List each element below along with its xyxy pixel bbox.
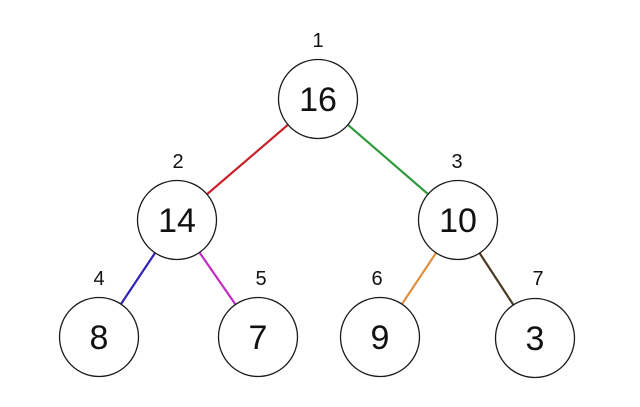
tree-node-3: 37 bbox=[494, 268, 576, 379]
tree-node-circle-8 bbox=[58, 296, 140, 378]
tree-node-circle-3 bbox=[494, 297, 576, 379]
tree-node-value-3: 3 bbox=[526, 320, 545, 358]
tree-node-circle-10 bbox=[417, 179, 499, 261]
tree-node-index-4: 4 bbox=[93, 268, 104, 290]
tree-node-14: 14 2 bbox=[136, 151, 218, 261]
tree-node-value-10: 10 bbox=[439, 202, 477, 240]
tree-node-value-16: 16 bbox=[299, 81, 337, 119]
tree-node-index-5: 5 bbox=[255, 268, 266, 290]
tree-node-circle-9 bbox=[339, 296, 421, 378]
tree-node-9: 96 bbox=[339, 268, 421, 378]
tree-node-index-6: 6 bbox=[371, 268, 382, 290]
tree-node-index-2: 2 bbox=[172, 151, 183, 173]
tree-node-8: 84 bbox=[58, 268, 140, 378]
tree-node-16: 16 1 bbox=[277, 30, 359, 140]
tree-node-index-1: 1 bbox=[312, 30, 323, 52]
tree-node-value-14: 14 bbox=[158, 202, 196, 240]
tree-node-circle-16 bbox=[277, 58, 359, 140]
tree-node-7: 75 bbox=[217, 268, 299, 378]
tree-node-value-7: 7 bbox=[249, 319, 268, 357]
tree-node-value-9: 9 bbox=[371, 319, 390, 357]
tree-node-index-7: 7 bbox=[532, 268, 543, 290]
tree-node-circle-14 bbox=[136, 179, 218, 261]
tree-node-10: 10 3 bbox=[417, 151, 499, 261]
tree-node-circle-7 bbox=[217, 296, 299, 378]
tree-node-index-3: 3 bbox=[451, 151, 462, 173]
tree-node-value-8: 8 bbox=[90, 319, 109, 357]
